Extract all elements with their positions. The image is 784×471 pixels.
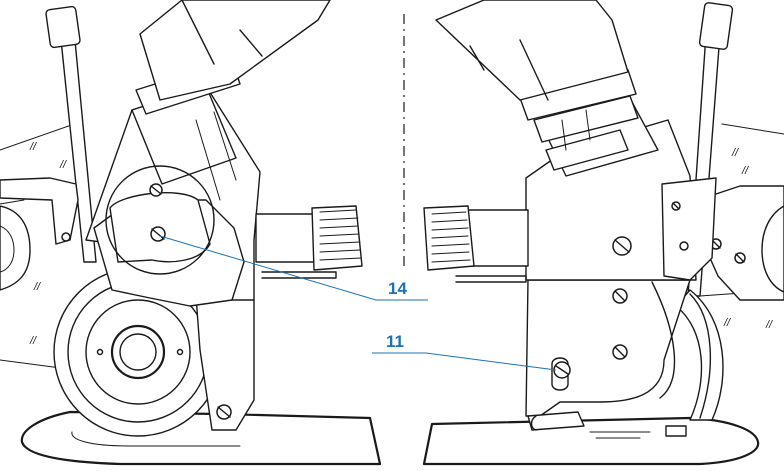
left-shaft [255, 213, 319, 263]
callout-11-label: 11 [386, 332, 404, 351]
left-base-plate [20, 410, 382, 466]
svg-text://: // [741, 165, 749, 177]
left-view: // // // // [0, 0, 382, 466]
callout-14: 14 [159, 235, 428, 301]
svg-text://: // [731, 147, 739, 159]
right-eyepiece-head [435, 0, 629, 101]
callout-14-label: 14 [388, 279, 407, 298]
svg-text://: // [29, 141, 37, 153]
right-base-plate [422, 416, 760, 466]
right-view: // // // // [422, 0, 784, 466]
callout-14-leader [159, 235, 428, 301]
svg-text://: // [29, 335, 37, 347]
right-arm [675, 289, 724, 421]
callout-11-leader [372, 352, 557, 371]
right-lower-body [525, 279, 691, 417]
svg-text://: // [723, 317, 731, 329]
svg-text://: // [33, 281, 41, 293]
svg-text://: // [59, 159, 67, 171]
left-eyepiece-head [139, 0, 331, 101]
right-shaft [467, 209, 529, 267]
callout-11: 11 [372, 332, 557, 371]
svg-text://: // [765, 319, 773, 331]
left-fine-knob [311, 205, 363, 271]
